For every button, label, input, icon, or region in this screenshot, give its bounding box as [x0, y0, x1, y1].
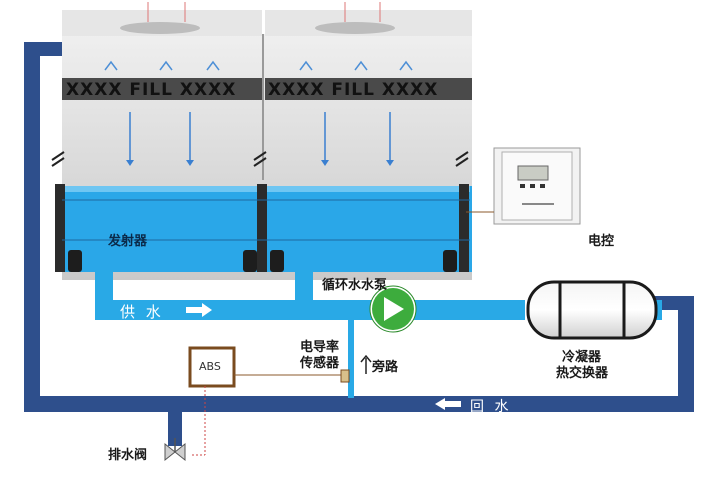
supply-water-label: 供 水: [120, 303, 164, 321]
fill-label-left: XXXX FILL XXXX: [66, 80, 237, 100]
conductivity-sensor-icon: [340, 369, 350, 383]
conductivity-sensor-label-1: 电导率: [300, 340, 340, 355]
circulation-pump-icon: [369, 285, 417, 333]
condenser-label-2: 热交换器: [556, 366, 609, 381]
supply-arrow-icon: [186, 303, 212, 317]
circulation-pump-label: 循环水水泵: [322, 278, 388, 293]
condenser-icon: [526, 280, 658, 340]
conductivity-sensor-label-2: 传感器: [300, 356, 340, 371]
return-water-label: 回 水: [470, 399, 512, 415]
condenser-label-1: 冷凝器: [562, 350, 602, 365]
return-pipe: [24, 42, 694, 446]
bypass-arrow-icon: [360, 354, 372, 374]
return-arrow-icon: [435, 398, 461, 410]
bypass-label: 旁路: [372, 360, 399, 375]
drain-valve-label: 排水阀: [108, 448, 148, 463]
fill-label-right: XXXX FILL XXXX: [268, 80, 439, 100]
drain-valve-icon: [164, 438, 186, 462]
electric-control-label: 电控: [588, 234, 615, 249]
abs-controller: [188, 346, 342, 456]
water-basin: [55, 184, 472, 272]
control-box-icon: [466, 147, 581, 225]
emitter-label: 发射器: [108, 234, 148, 249]
abs-label: ABS: [199, 360, 221, 373]
